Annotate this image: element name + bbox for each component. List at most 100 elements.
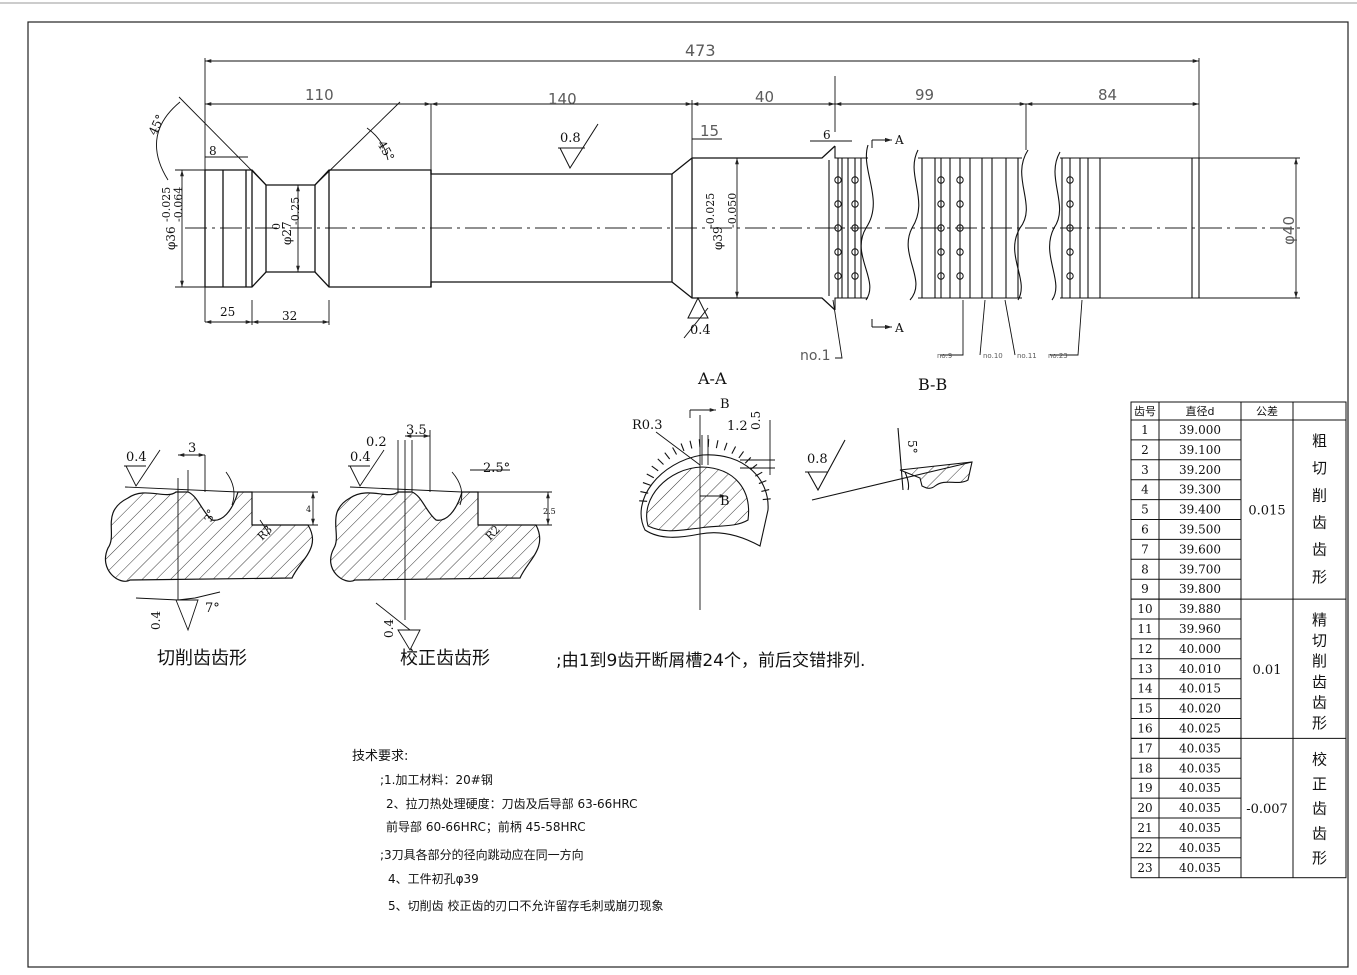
table-cell-tooth: 10	[1137, 602, 1152, 616]
serration-tick	[664, 452, 671, 460]
roughness-0-8: 0.8	[560, 131, 581, 146]
serration-tick	[651, 465, 659, 472]
calibration-tooth-labels: 0.4 0.2 3.5 2.5° 0.4 2.5 R2 校正齿齿形	[350, 423, 556, 669]
req-line-6: 5、切削齿 校正齿的刃口不允许留存毛刺或崩刃现象	[388, 898, 663, 913]
flute-mark	[956, 248, 964, 256]
table-header: 齿号	[1134, 405, 1156, 418]
table-cell-diameter: 40.035	[1179, 761, 1221, 775]
table-cell-diameter: 40.035	[1179, 781, 1221, 795]
table-cell-diameter: 40.020	[1179, 702, 1221, 716]
table-cell-tooth: 13	[1137, 662, 1152, 676]
req-line-5: 4、工件初孔φ39	[388, 872, 479, 886]
flute-mark	[1066, 248, 1074, 256]
chip-breaker-note: ;由1到9齿开断屑槽24个，前后交错排列.	[556, 651, 865, 671]
flute-mark	[851, 200, 859, 208]
table-cell-tooth: 2	[1141, 443, 1149, 457]
table-cell-tooth: 22	[1137, 841, 1152, 855]
dim-110: 110	[305, 86, 334, 104]
dia-36-tol-low: -0.064	[172, 187, 185, 222]
table-cell-diameter: 39.400	[1179, 503, 1221, 517]
serration-tick	[731, 446, 737, 454]
serration-tick	[646, 473, 655, 479]
flute-mark	[834, 224, 842, 232]
flute-mark	[956, 200, 964, 208]
chip-breaker-labels: R0.3 B B 1.2 0.5 ;由1到9齿开断屑槽24个，前后交错排列.	[556, 397, 865, 671]
cutting-tooth-labels: 0.4 3 0.4 7° 4 3° R3 切削齿齿形	[126, 441, 311, 669]
table-group-char: 削	[1312, 652, 1327, 670]
table-header: 公差	[1256, 404, 1278, 418]
section-d: 0.5	[749, 411, 763, 430]
broach-main-view	[156, 58, 1300, 359]
dim-15: 15	[700, 122, 719, 140]
table-cell-tooth: 4	[1141, 483, 1149, 497]
dia-40: φ40	[1280, 216, 1298, 245]
section-r: R0.3	[632, 418, 662, 433]
table-cell-diameter: 40.010	[1179, 662, 1221, 676]
table-cell-diameter: 39.000	[1179, 423, 1221, 437]
table-cell-tooth: 9	[1141, 582, 1149, 596]
serration-tick	[672, 447, 678, 455]
table-cell-diameter: 39.700	[1179, 562, 1221, 576]
table-cell-diameter: 40.015	[1179, 682, 1221, 696]
tooth-no9: no.9	[937, 352, 952, 360]
calib-angle: 2.5°	[483, 461, 510, 476]
calib-pitch: 3.5	[406, 423, 427, 438]
table-cell-diameter: 39.600	[1179, 542, 1221, 556]
calibration-tooth-profile	[330, 430, 552, 651]
tooth-no23: no.23	[1048, 352, 1068, 360]
serration-tick	[689, 440, 693, 449]
roughness-0-4: 0.4	[690, 323, 711, 338]
table-group-char: 精	[1312, 611, 1327, 629]
table-cell-tooth: 3	[1141, 463, 1149, 477]
table-cell-diameter: 39.800	[1179, 582, 1221, 596]
dia-36-tol-up: -0.025	[160, 187, 173, 222]
req-line-4: ;3刀具各部分的径向跳动应在同一方向	[380, 847, 584, 862]
flute-mark	[1066, 176, 1074, 184]
serration-tick	[657, 458, 664, 465]
serration-tick	[680, 443, 685, 452]
table-cell-diameter: 40.035	[1179, 821, 1221, 835]
cut-rake: 3°	[202, 507, 218, 523]
table-cell-diameter: 39.880	[1179, 602, 1221, 616]
table-cell-diameter: 39.200	[1179, 463, 1221, 477]
table-cell-diameter: 40.000	[1179, 642, 1221, 656]
table-cell-tooth: 19	[1137, 781, 1152, 795]
angle-left: 45°	[146, 112, 168, 137]
cut-depth: 4	[306, 505, 311, 514]
flute-mark	[937, 176, 945, 184]
section-b-top: B	[720, 397, 730, 412]
calib-depth: 2.5	[543, 507, 556, 516]
technical-requirements: 技术要求: ;1.加工材料：20#钢 2、拉刀热处理硬度：刀齿及后导部 63-6…	[352, 749, 663, 913]
dim-40: 40	[755, 88, 774, 106]
cut-pitch: 3	[188, 441, 196, 456]
label-aa: A-A	[697, 369, 727, 388]
section-w: 1.2	[727, 419, 748, 434]
detail-rough: 0.8	[807, 452, 828, 467]
table-cell-tooth: 17	[1137, 741, 1152, 755]
section-b-mid: B	[720, 494, 730, 509]
table-header: 直径d	[1186, 404, 1215, 418]
flute-mark	[937, 248, 945, 256]
detail-edge	[805, 427, 973, 501]
table-cell-tooth: 15	[1137, 702, 1152, 716]
table-group-char: 正	[1312, 775, 1327, 793]
serration-tick	[758, 480, 767, 485]
table-cell-diameter: 40.035	[1179, 741, 1221, 755]
table-cell-diameter: 40.025	[1179, 722, 1221, 736]
calib-r2: 0.4	[382, 619, 396, 638]
flute-mark	[937, 224, 945, 232]
table-cell-diameter: 39.960	[1179, 622, 1221, 636]
req-line-1: ;1.加工材料：20#钢	[380, 773, 493, 787]
detail-edge-labels: 0.8 5°	[807, 440, 919, 467]
table-group-char: 齿	[1312, 800, 1327, 818]
flute-mark	[834, 272, 842, 280]
table-cell-tooth: 1	[1141, 423, 1149, 437]
dia-27: φ27	[280, 221, 294, 245]
table-group-char: 粗	[1312, 432, 1327, 450]
flute-mark	[937, 200, 945, 208]
table-cell-tooth: 18	[1137, 761, 1152, 775]
table-cell-tooth: 11	[1137, 622, 1152, 636]
flute-mark	[956, 272, 964, 280]
